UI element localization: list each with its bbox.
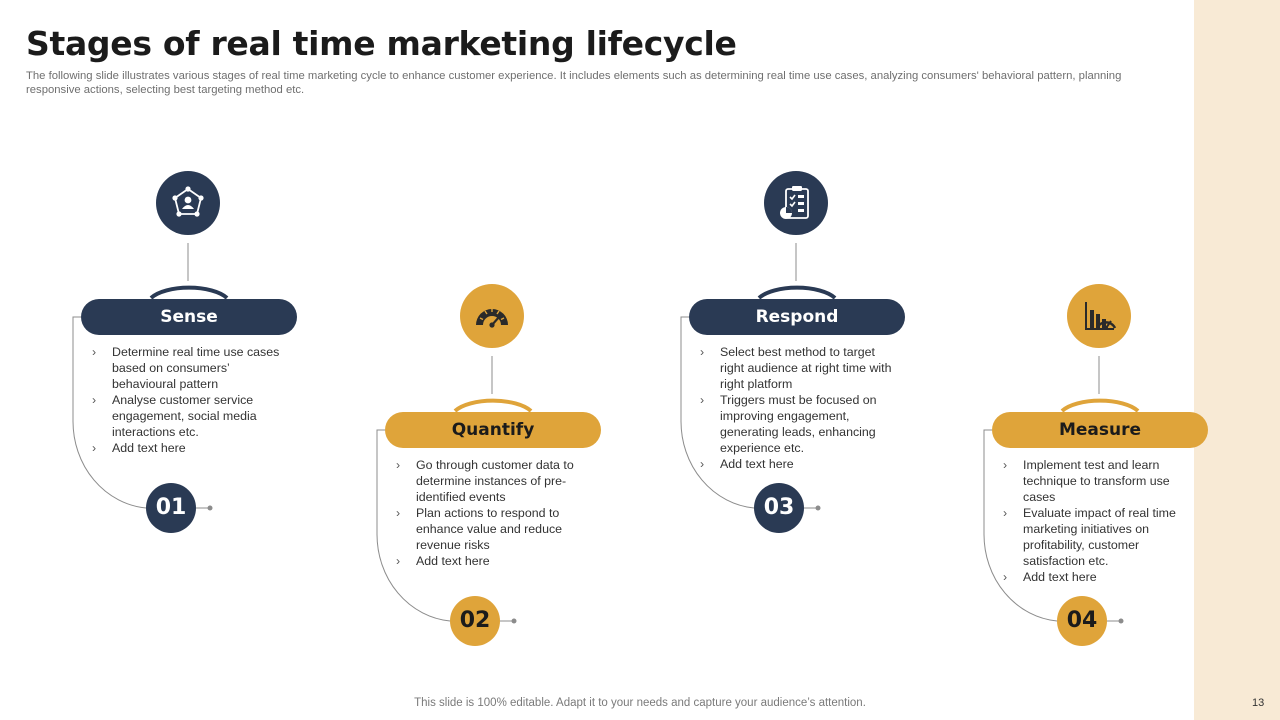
performance-chart-icon — [1067, 284, 1131, 348]
stage-label-measure: Measure — [992, 412, 1208, 448]
stage-label-quantify: Quantify — [385, 412, 601, 448]
user-network-icon — [156, 171, 220, 235]
bullet-item: Add text here — [395, 553, 591, 569]
bullet-item: Add text here — [699, 456, 895, 472]
bullet-item: Determine real time use cases based on c… — [91, 344, 287, 392]
stage-measure: Measure Implement test and learn techniq… — [983, 284, 1222, 646]
bullet-item: Analyse customer service engagement, soc… — [91, 392, 287, 440]
stage-label-respond: Respond — [689, 299, 905, 335]
page-subtitle: The following slide illustrates various … — [26, 70, 1122, 96]
stage-number-01: 01 — [146, 483, 196, 533]
stage-bullets-measure: Implement test and learn technique to tr… — [1002, 457, 1198, 585]
bullet-item: Go through customer data to determine in… — [395, 457, 591, 505]
stage-quantify: Quantify Go through customer data to det… — [376, 284, 615, 646]
stage-bullets-respond: Select best method to target right audie… — [699, 344, 895, 472]
footer-note: This slide is 100% editable. Adapt it to… — [414, 697, 866, 709]
page-title: Stages of real time marketing lifecycle — [26, 24, 737, 63]
bullet-item: Evaluate impact of real time marketing i… — [1002, 505, 1198, 569]
stage-bullets-quantify: Go through customer data to determine in… — [395, 457, 591, 569]
bullet-item: Implement test and learn technique to tr… — [1002, 457, 1198, 505]
stage-number-04: 04 — [1057, 596, 1107, 646]
bullet-item: Add text here — [91, 440, 287, 456]
stage-number-02: 02 — [450, 596, 500, 646]
bullet-item: Triggers must be focused on improving en… — [699, 392, 895, 456]
bullet-item: Plan actions to respond to enhance value… — [395, 505, 591, 553]
stage-label-sense: Sense — [81, 299, 297, 335]
page-number: 13 — [1252, 697, 1265, 709]
bullet-item: Add text here — [1002, 569, 1198, 585]
side-band — [1194, 0, 1280, 720]
stage-respond: Respond Select best method to target rig… — [680, 171, 919, 533]
stage-bullets-sense: Determine real time use cases based on c… — [91, 344, 287, 456]
stage-number-03: 03 — [754, 483, 804, 533]
bullet-item: Select best method to target right audie… — [699, 344, 895, 392]
stage-sense: Sense Determine real time use cases base… — [72, 171, 311, 533]
clipboard-checklist-icon — [764, 171, 828, 235]
gauge-icon — [460, 284, 524, 348]
